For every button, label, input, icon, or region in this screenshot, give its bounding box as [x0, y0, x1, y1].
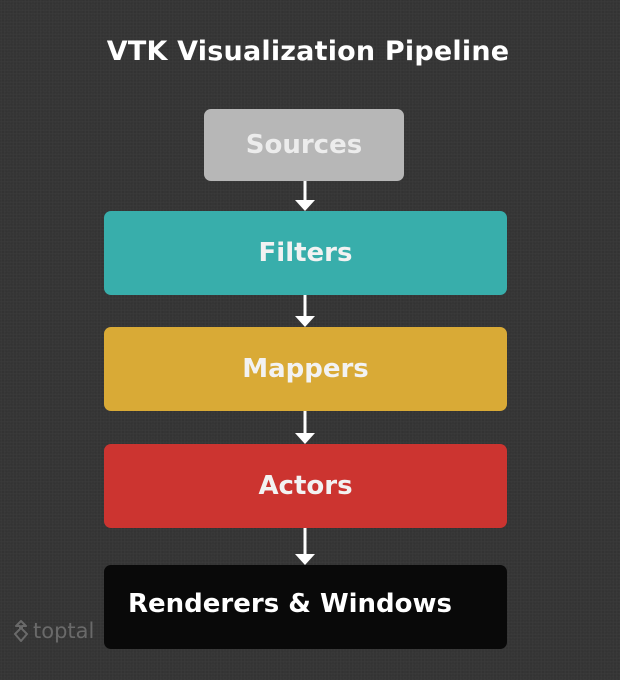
- arrow-filters-to-mappers: [295, 295, 315, 327]
- stage-actors: Actors: [104, 444, 507, 528]
- arrow-actors-to-renderers: [295, 528, 315, 565]
- stage-mappers: Mappers: [104, 327, 507, 411]
- arrow-mappers-to-actors: [295, 411, 315, 444]
- toptal-watermark: toptal: [12, 619, 94, 643]
- stage-sources: Sources: [204, 109, 404, 181]
- stage-renderers-windows-label: Renderers & Windows: [128, 589, 453, 619]
- toptal-wordmark: toptal: [33, 619, 95, 643]
- stage-actors-label: Actors: [258, 471, 353, 501]
- stage-mappers-label: Mappers: [242, 354, 369, 384]
- arrow-sources-to-filters: [295, 181, 315, 211]
- stage-filters-label: Filters: [258, 238, 353, 268]
- diagram-title: VTK Visualization Pipeline: [106, 36, 510, 67]
- stage-renderers-windows: Renderers & Windows: [104, 565, 507, 649]
- stage-sources-label: Sources: [245, 130, 363, 160]
- toptal-logo-icon: [14, 620, 28, 642]
- stage-filters: Filters: [104, 211, 507, 295]
